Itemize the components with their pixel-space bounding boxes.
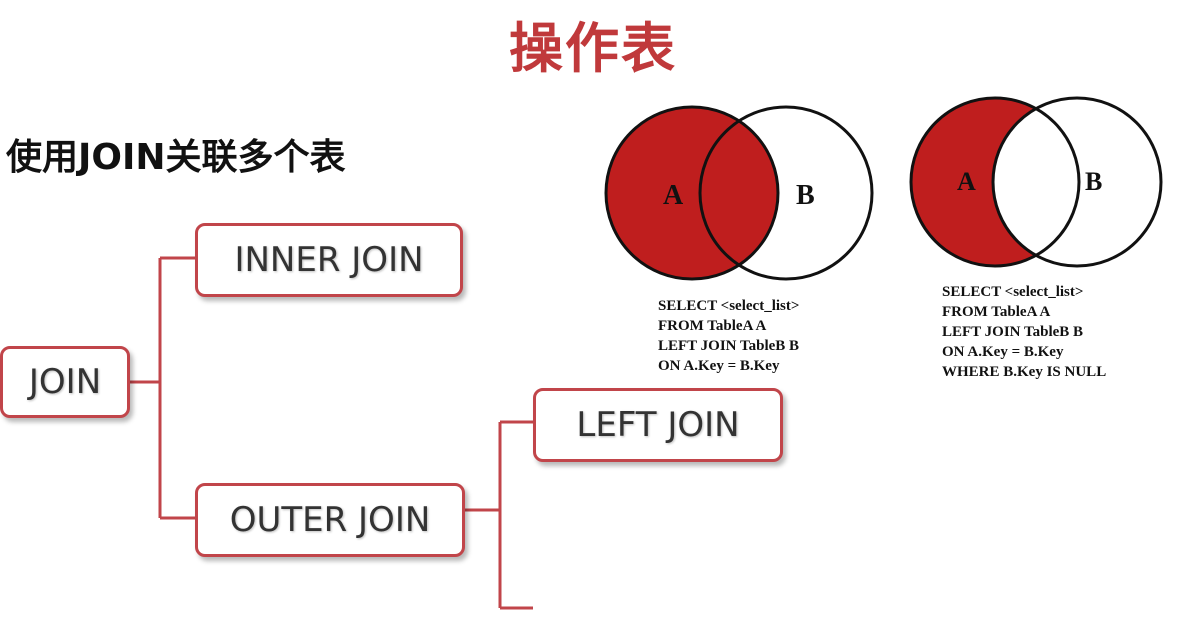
venn2-label-b: B (1085, 167, 1102, 196)
connector-root (130, 256, 195, 520)
page-title: 操作表 (509, 17, 677, 80)
venn1-label-b: B (796, 180, 815, 211)
venn1-circle-a (604, 105, 780, 281)
sql-line: LEFT JOIN TableB B (942, 324, 1084, 340)
venn2-circle-a (909, 96, 1081, 268)
venn1-circle-b (698, 105, 874, 281)
sql-line: WHERE B.Key IS NULL (942, 364, 1107, 380)
sql-line: FROM TableA A (658, 318, 767, 334)
venn2-circle-a-fill (911, 98, 1079, 266)
venn2-label-a: A (957, 167, 976, 196)
connector-outer (465, 420, 533, 610)
venn1-label-a: A (663, 180, 684, 211)
venn2-circle-b (991, 96, 1163, 268)
inner-join-node: INNER JOIN (195, 223, 463, 297)
venn-left-join: A B (604, 105, 874, 281)
venn2-sql: SELECT <select_list> FROM TableA A LEFT … (942, 282, 1106, 382)
sql-line: ON A.Key = B.Key (658, 358, 780, 374)
sql-line: SELECT <select_list> (942, 284, 1084, 300)
join-node: JOIN (0, 346, 130, 418)
sql-line: FROM TableA A (942, 304, 1051, 320)
left-join-node: LEFT JOIN (533, 388, 783, 462)
venn1-sql: SELECT <select_list> FROM TableA A LEFT … (658, 296, 799, 376)
page-subtitle: 使用JOIN关联多个表 (6, 137, 346, 178)
sql-line: SELECT <select_list> (658, 298, 800, 314)
venn-left-exclusive-join: A B (909, 96, 1163, 268)
sql-line: LEFT JOIN TableB B (658, 338, 800, 354)
outer-join-node: OUTER JOIN (195, 483, 465, 557)
sql-line: ON A.Key = B.Key (942, 344, 1064, 360)
